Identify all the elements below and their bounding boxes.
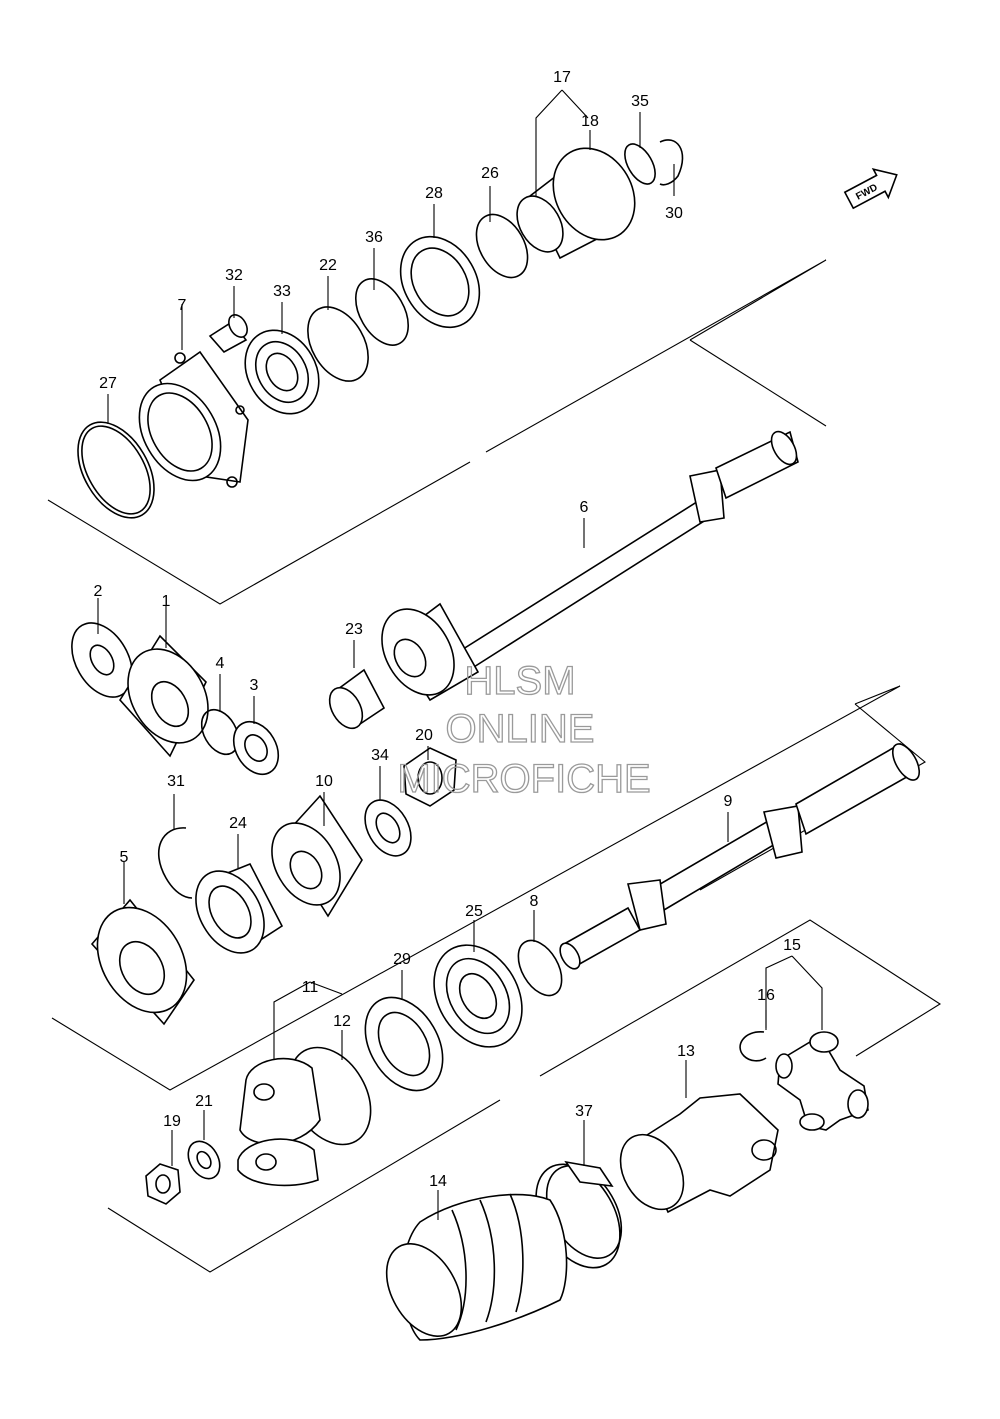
callout-14: 14 [429,1173,447,1190]
callout-5: 5 [120,849,129,866]
watermark-line-3: MICROFICHE [397,757,650,801]
bevel-gear-1 [119,634,209,758]
bearing-housing-7 [138,350,249,488]
callout-35: 35 [631,93,649,110]
bolt-32 [208,314,248,354]
callout-13: 13 [677,1043,695,1060]
callout-22: 22 [319,257,337,274]
watermark: HLSM ONLINE MICROFICHE [397,658,652,801]
bearing-33 [244,329,320,415]
callout-20: 20 [415,727,433,744]
callout-28: 28 [425,185,443,202]
callout-29: 29 [393,951,411,968]
needle-bearing-24 [195,862,284,954]
callout-6: 6 [580,499,589,516]
pinion-gear-6 [381,602,480,702]
universal-joint-15 [775,1031,869,1131]
callout-31: 31 [167,773,185,790]
rubber-boot-14 [385,1193,568,1341]
nut-20 [403,747,457,807]
washer-2 [71,622,133,698]
callout-37: 37 [575,1103,593,1120]
oil-seal-29 [364,996,444,1092]
bushing-23 [328,668,386,730]
callout-25: 25 [465,903,483,920]
circlip-31 [157,827,193,899]
shim-22 [307,306,369,382]
hose-clamp-37 [535,1160,623,1269]
callout-19: 19 [163,1113,181,1130]
circlip-30 [659,139,684,186]
circlip-16 [739,1031,767,1062]
callout-34: 34 [371,747,389,764]
callout-23: 23 [345,621,363,638]
bevel-gear-5 [90,898,195,1026]
yoke-13 [619,1093,779,1214]
callout-7: 7 [178,297,187,314]
nut-3 [232,720,280,776]
callout-26: 26 [481,165,499,182]
callout-18: 18 [581,113,599,130]
o-ring-27 [77,421,155,519]
callout-27: 27 [99,375,117,392]
shaft-9 [559,742,921,970]
group-frame-upper-right [689,339,827,427]
oil-seal-28 [399,235,481,329]
gear-10 [271,794,363,918]
callout-33: 33 [273,283,291,300]
callout-9: 9 [724,793,733,810]
callout-8: 8 [530,893,539,910]
callout-36: 36 [365,229,383,246]
callout-4: 4 [216,655,225,672]
group-frame-upper [47,259,827,605]
watermark-line-2: ONLINE [446,707,595,751]
sleeve-assembly-17 [516,147,636,260]
yoke-flange-11 [237,1046,372,1187]
callout-16: 16 [757,987,775,1004]
fwd-arrow-icon: FWD [843,167,898,210]
callout-21: 21 [195,1093,213,1110]
callout-2: 2 [94,583,103,600]
group-frame-lower [107,919,942,1273]
callout-30: 30 [665,205,683,222]
washer-21 [187,1140,221,1180]
callout-labels: 17 18 35 30 26 28 36 22 32 33 7 27 6 2 1… [94,69,801,1190]
shaft-6 [450,430,799,674]
circlip-36 [354,278,410,346]
o-ring-26 [475,213,529,279]
leader-lines [97,89,823,1220]
callout-17: 17 [553,69,571,86]
callout-11: 11 [302,979,319,996]
callout-24: 24 [229,815,247,832]
callout-15: 15 [783,937,801,954]
ball-bearing-25 [433,944,523,1048]
callout-3: 3 [250,677,259,694]
nut-19 [145,1163,181,1205]
washer-34 [364,799,412,857]
washer-4 [200,708,240,756]
callout-32: 32 [225,267,243,284]
callout-10: 10 [315,773,333,790]
watermark-line-1: HLSM [464,659,575,703]
callout-12: 12 [333,1013,351,1030]
callout-1: 1 [162,593,171,610]
ring-8 [517,939,563,997]
ring-35 [624,143,656,185]
